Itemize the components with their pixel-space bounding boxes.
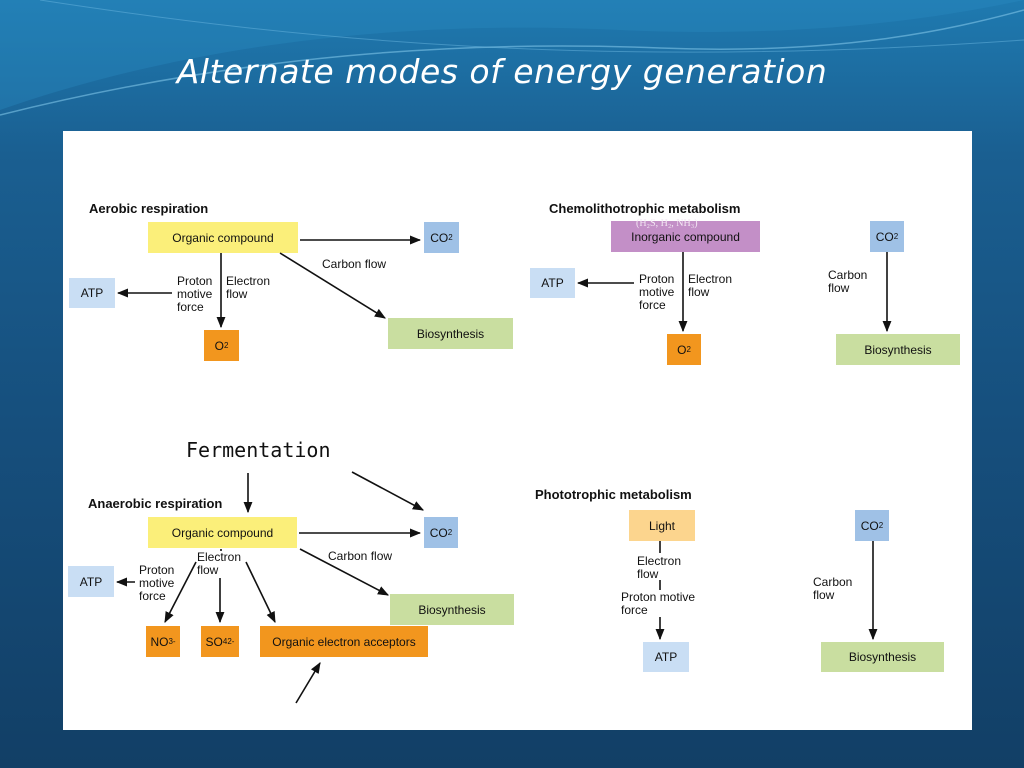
aerobic-header: Aerobic respiration — [89, 201, 209, 216]
aerobic-biosynthesis: Biosynthesis — [388, 318, 513, 349]
chemo-inorganic-compound: Inorganic compound — [611, 221, 760, 252]
chemo-header: Chemolithotrophic metabolism — [549, 201, 741, 216]
fermentation-label: Fermentation — [186, 438, 331, 462]
aerobic-organic-compound: Organic compound — [148, 222, 298, 253]
photo-atp: ATP — [643, 642, 689, 672]
anaerobic-header: Anaerobic respiration — [88, 496, 223, 511]
aerobic-atp: ATP — [69, 278, 115, 308]
anaerobic-organic-compound: Organic compound — [148, 517, 297, 548]
photo-light: Light — [629, 510, 695, 541]
chemo-inorganic-note: (H₂S, H₂, NH₃) — [636, 218, 698, 229]
anaerobic-arrow-biosynthesis — [299, 548, 389, 596]
chemo-atp: ATP — [530, 268, 575, 298]
aerobic-carbon-flow-label: Carbon flow — [322, 257, 387, 271]
anaerobic-arrow-organic-acceptors — [245, 561, 276, 624]
fermentation-arrow-co2 — [351, 471, 424, 511]
aerobic-arrow-biosynthesis — [279, 252, 386, 319]
anaerobic-organic-electron-acceptors: Organic electron acceptors — [260, 626, 428, 657]
anaerobic-biosynthesis: Biosynthesis — [390, 594, 514, 625]
slide-title: Alternate modes of energy generation — [176, 52, 828, 91]
anaerobic-carbon-flow-label: Carbon flow — [328, 549, 393, 563]
photo-biosynthesis: Biosynthesis — [821, 642, 944, 672]
anaerobic-arrow-no3 — [164, 561, 197, 623]
chemo-biosynthesis: Biosynthesis — [836, 334, 960, 365]
background-wave — [0, 0, 1024, 116]
anaerobic-atp: ATP — [68, 566, 114, 597]
photo-header: Phototrophic metabolism — [535, 487, 692, 502]
fermentation-arrow-acceptors — [295, 662, 321, 704]
